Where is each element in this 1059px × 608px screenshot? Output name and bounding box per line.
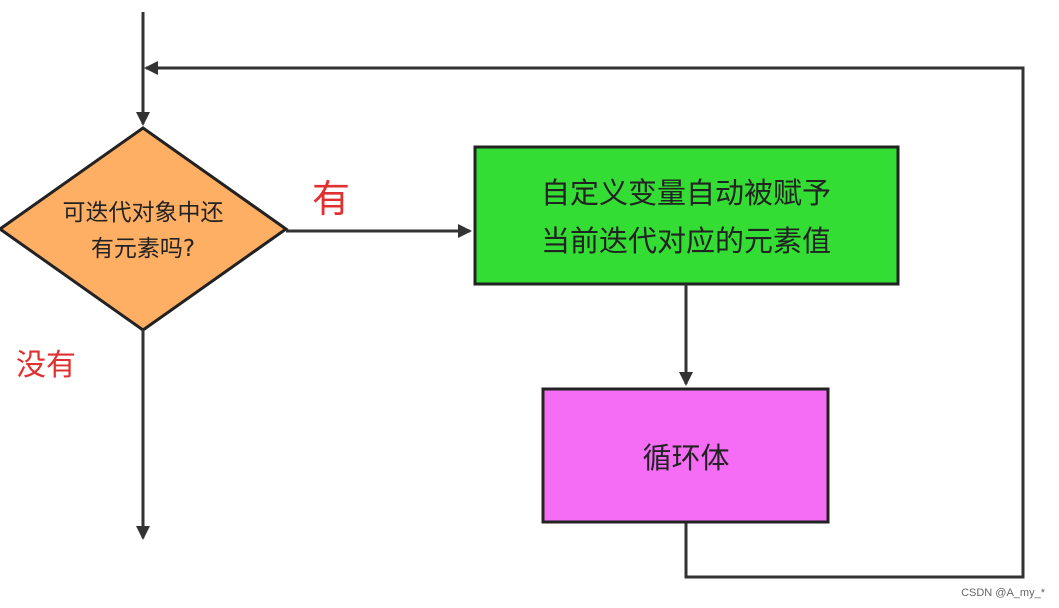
loop-body-box — [541, 387, 830, 524]
assign-box — [473, 145, 900, 286]
watermark: CSDN @A_my_* — [961, 587, 1046, 599]
decision-text-line2: 有元素吗? — [91, 236, 195, 262]
assign-text-line2: 当前迭代对应的元素值 — [541, 224, 831, 258]
no-label: 没有 — [16, 348, 76, 383]
loop-back-arrow — [144, 61, 1025, 579]
decision-text-line1: 可迭代对象中还 — [63, 200, 224, 226]
assign-text-line1: 自定义变量自动被赋予 — [541, 176, 831, 210]
decision-diamond — [0, 126, 289, 332]
loop-body-label: 循环体 — [642, 441, 729, 475]
yes-label: 有 — [312, 177, 350, 221]
